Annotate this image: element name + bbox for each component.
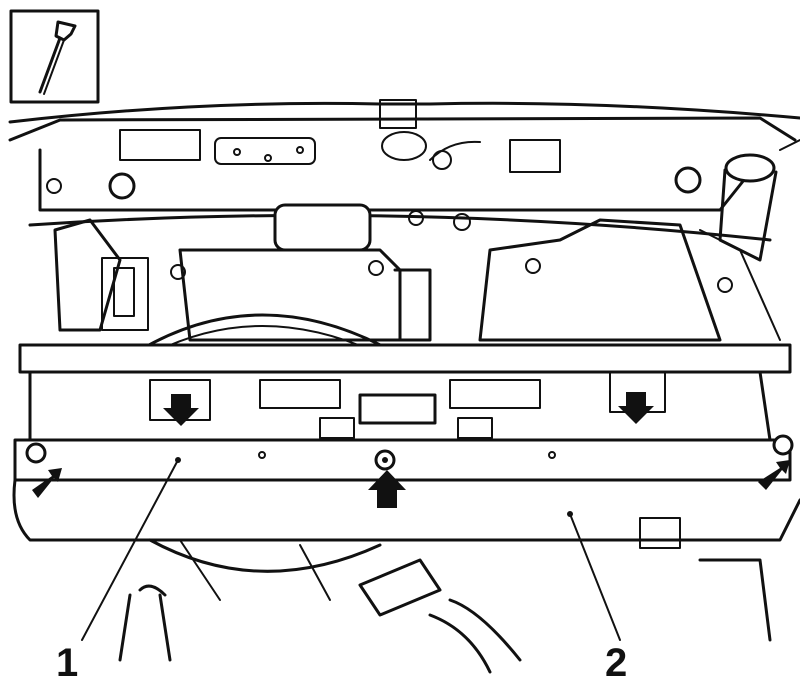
lower-hoses [118, 558, 772, 674]
tool-box [9, 9, 100, 104]
arrow-top-right [618, 392, 654, 424]
coolant-reservoir [718, 139, 800, 262]
inner-panel [53, 203, 781, 342]
rivet-icon [38, 20, 77, 95]
arrow-bottom-right [758, 460, 790, 490]
upper-crossmember [8, 99, 800, 242]
bumper-reinforcement [12, 434, 800, 549]
lock-carrier-bar [18, 343, 792, 442]
callout-2: 2 [605, 641, 627, 683]
arrow-bottom-center [368, 470, 406, 508]
arrow-top-left [163, 394, 199, 426]
callout-1: 1 [56, 641, 78, 683]
cooling-fan [138, 313, 392, 601]
arrow-bottom-left [32, 468, 62, 498]
callout-leaders [81, 457, 621, 641]
